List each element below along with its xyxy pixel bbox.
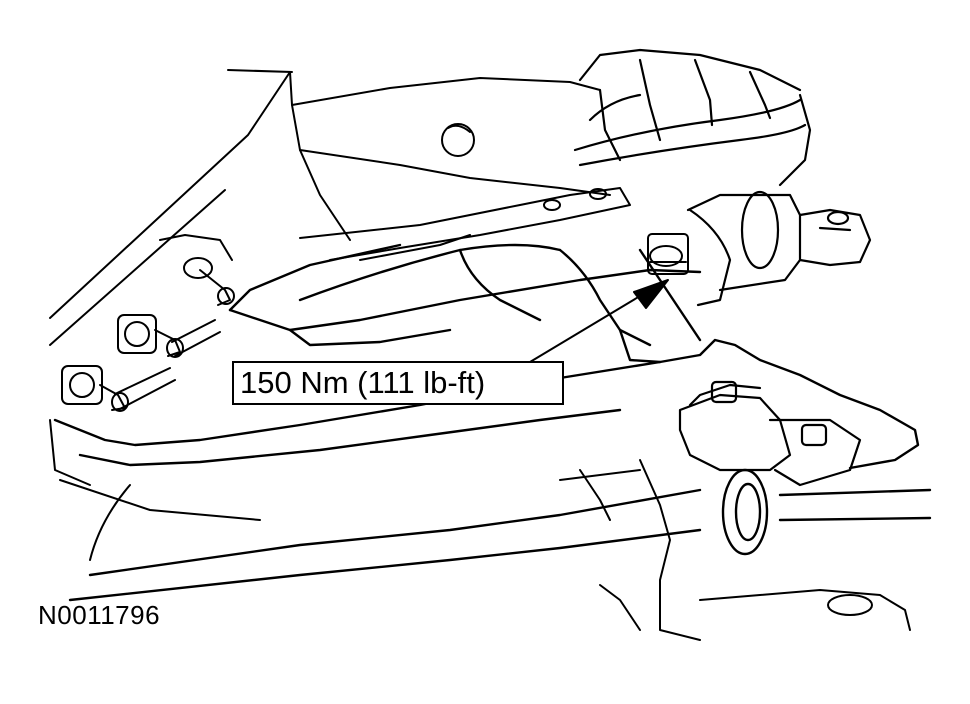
torque-leader-arrow: [520, 280, 668, 368]
spring-seat-bracket: [300, 188, 630, 260]
stabilizer-bar: [70, 470, 930, 600]
bolt-nut: [648, 234, 688, 274]
pivot-bolt-upper: [118, 315, 220, 357]
bushing-housing: [160, 235, 232, 260]
frame-panel: [50, 70, 610, 345]
stabilizer-bracket: [680, 382, 860, 485]
torque-specification-label: 150 Nm (111 lb-ft): [232, 361, 564, 405]
lower-control-arm: [55, 245, 918, 468]
upper-bushing: [688, 192, 870, 305]
access-hole: [442, 124, 474, 156]
subframe: [60, 460, 910, 640]
pivot-bolt-lower: [62, 366, 175, 411]
frame-lower-rail: [50, 420, 90, 485]
coil-spring: [575, 50, 810, 185]
cam-stud: [184, 258, 234, 305]
figure-reference-code: N0011796: [38, 600, 161, 630]
